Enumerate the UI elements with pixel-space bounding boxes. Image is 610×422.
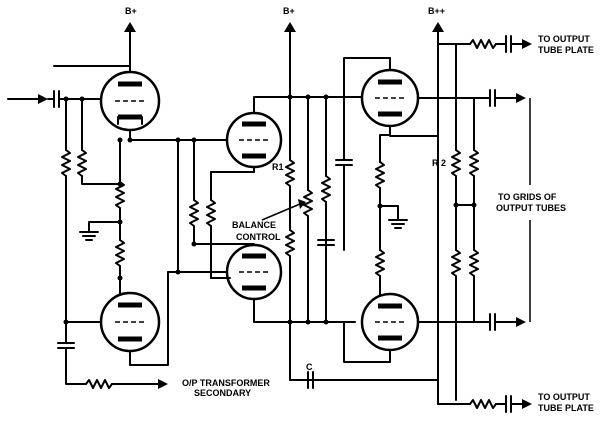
grid-resistor-icon (189, 199, 199, 227)
coupling-resistor-icon (469, 399, 497, 409)
output-plate-label: TUBE PLATE (538, 403, 594, 413)
r2-label: R 2 (432, 158, 446, 168)
resistor-icon (321, 175, 331, 203)
resistor-icon (469, 149, 479, 177)
supply-label: B++ (428, 6, 445, 16)
cathode-resistor-icon (375, 161, 385, 189)
resistor-icon (469, 249, 479, 277)
input-arrow-icon (7, 94, 48, 104)
grids-label: OUTPUT TUBES (496, 203, 566, 213)
resistor-icon (451, 249, 461, 277)
capacitor-c-icon (307, 371, 314, 389)
transformer-label: SECONDARY (194, 388, 251, 398)
balance-potentiometer-icon (303, 189, 313, 217)
supply-label: B+ (125, 6, 137, 16)
ground-icon (388, 219, 408, 229)
output-plate-label: TO OUTPUT (538, 34, 590, 44)
ground-icon (79, 231, 99, 241)
grid-resistor-icon (77, 149, 87, 177)
balance-label: CONTROL (236, 232, 281, 242)
grid-resistor-icon (206, 199, 216, 227)
input-capacitor-icon (47, 90, 60, 108)
coupling-resistor-icon (469, 39, 497, 49)
grid-resistor-icon (61, 149, 71, 177)
r2-resistor-icon (451, 149, 461, 177)
triode-tube-icon (99, 291, 161, 353)
r1-label: R1 (272, 162, 284, 172)
cathode-resistor-icon (115, 239, 125, 267)
supply-label: B+ (283, 6, 295, 16)
triode-tube-icon (360, 68, 420, 128)
balance-label: BALANCE (232, 220, 276, 230)
feedback-resistor-icon (85, 379, 113, 389)
cap-c-label: C (306, 362, 313, 372)
output-plate-label: TUBE PLATE (538, 45, 594, 55)
triode-tube-icon (360, 292, 420, 352)
grids-label: TO GRIDS OF (498, 192, 557, 202)
triode-tube-icon (225, 243, 283, 301)
capacitor-icon (317, 239, 335, 246)
r1-resistor-icon (285, 159, 295, 187)
triode-tube-icon (99, 70, 161, 132)
output-plate-label: TO OUTPUT (538, 392, 590, 402)
transformer-label: O/P TRANSFORMER (182, 378, 270, 388)
cathode-resistor-icon (115, 181, 125, 209)
triode-tube-icon (225, 111, 283, 169)
plate-resistor-icon (285, 229, 295, 257)
cathode-resistor-icon (375, 249, 385, 277)
